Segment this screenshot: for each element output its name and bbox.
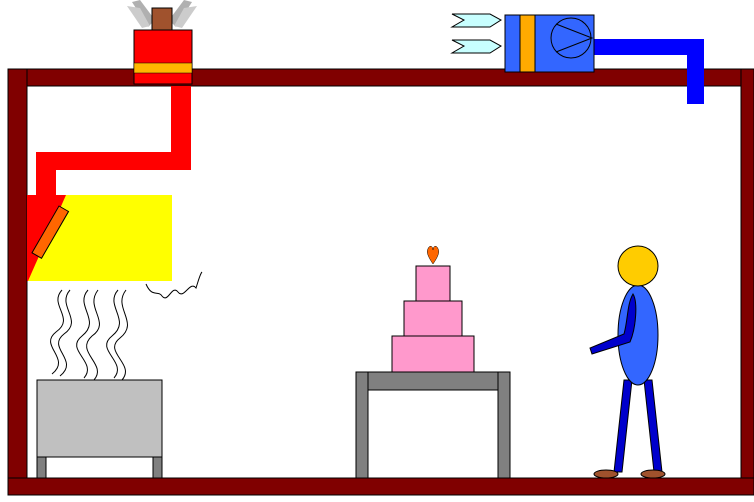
stove-leg-left [36,456,47,479]
exhaust-fan-icon [127,0,197,85]
exhaust-fan-cap [151,7,173,33]
supply-fan-icon [550,17,594,59]
person-head [617,245,659,287]
person-leg-right [643,379,663,473]
roof-beam [7,68,754,87]
candle-flame-icon [427,245,439,265]
table-icon [355,371,511,479]
stove-leg-right [152,456,163,479]
supply-air-unit-icon [504,14,595,73]
right-wall [740,68,754,495]
table-leg-right [497,371,511,479]
fresh-air-arrow-bottom [450,39,502,54]
hood-filter-icon [31,205,70,259]
person-shoe-left [593,469,619,479]
exhaust-plume-icon [127,0,197,28]
cake-tier-middle [403,300,463,337]
cake-tier-bottom [391,335,475,373]
building-frame [7,68,754,496]
person-leg-left [613,379,633,473]
person-icon [589,245,666,479]
table-leg-left [355,371,369,479]
fresh-air-arrow-top [450,13,502,28]
person-shoe-right [640,469,666,479]
left-wall [7,68,28,495]
supply-filter-band [519,14,536,73]
supply-duct [594,39,704,104]
cake-icon [391,245,475,373]
floor-beam [7,477,754,496]
cake-tier-top [415,265,451,302]
heat-wave-icon [50,271,203,381]
stove-body [36,379,163,458]
table-top [355,371,511,391]
exhaust-fan-band [133,62,193,74]
person-arm [589,293,637,355]
exhaust-duct [36,86,191,195]
range-hood-icon [27,195,172,281]
stove-icon [36,379,163,479]
exhaust-fan-body [133,29,193,85]
fresh-air-arrow-icon [450,13,502,54]
